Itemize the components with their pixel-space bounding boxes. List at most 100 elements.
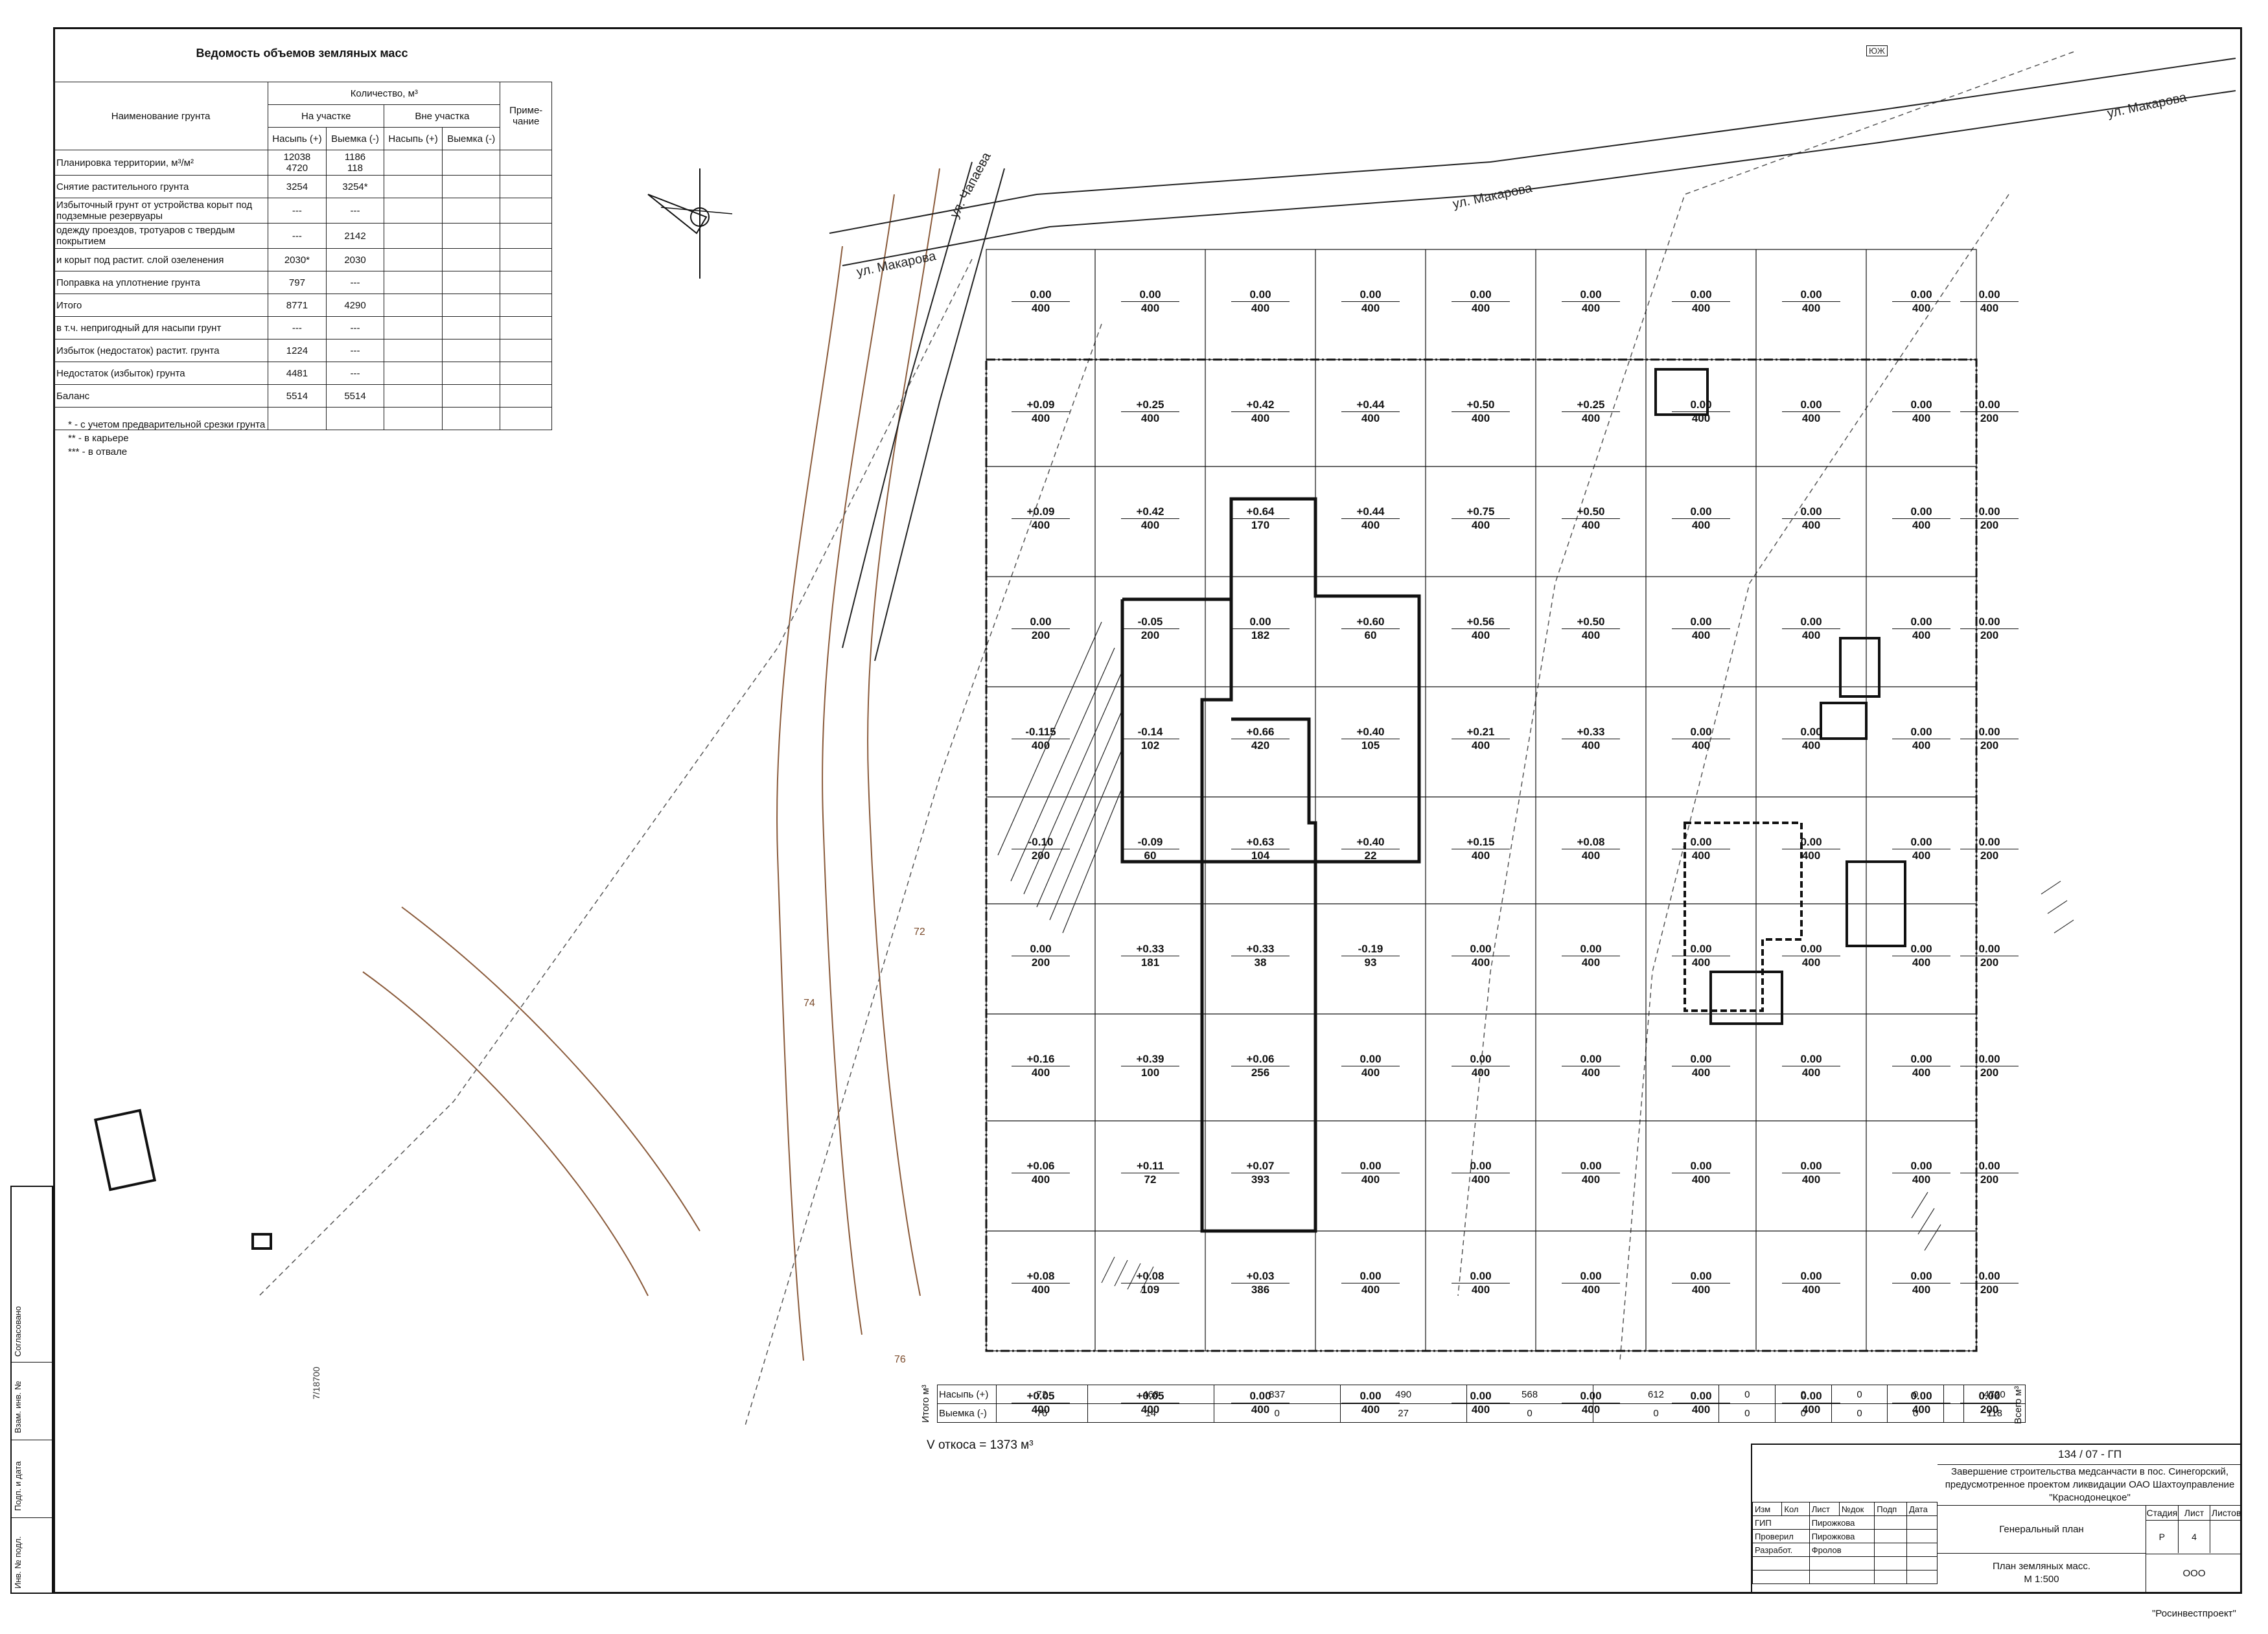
cell-height-delta: +0.25: [1121, 398, 1179, 412]
cell-height-delta: +0.42: [1121, 505, 1179, 519]
totals-fill-row: Насыпь (+) 72 468 837 490 568 612 0 0 0 …: [918, 1385, 2026, 1404]
cell-height-delta: 0.00: [1960, 505, 2019, 519]
cell-area: 200: [1980, 412, 1999, 424]
cell-area: 400: [1581, 302, 1601, 314]
cell-height-delta: 0.00: [1782, 616, 1840, 629]
cell-height-delta: 0.00: [1562, 1053, 1620, 1066]
cell-height-delta: +0.50: [1562, 505, 1620, 519]
cell-height-delta: 0.00: [1960, 398, 2019, 412]
cell-height-delta: 0.00: [1892, 398, 1950, 412]
cell-area: 200: [1980, 1173, 1999, 1186]
cell-height-delta: 0.00: [1892, 1270, 1950, 1283]
cell-area: 400: [1581, 956, 1601, 969]
cell-height-delta: 0.00: [1960, 726, 2019, 739]
cell-height-delta: 0.00: [1960, 288, 2019, 302]
contour-label-74: 74: [804, 998, 815, 1009]
cell-height-delta: 0.00: [1562, 943, 1620, 956]
cell-height-delta: 0.00: [1341, 288, 1400, 302]
cell-height-delta: +0.56: [1452, 616, 1510, 629]
cell-area: 400: [1581, 1173, 1601, 1186]
cell-height-delta: +0.33: [1562, 726, 1620, 739]
cell-area: 400: [1912, 1173, 1931, 1186]
cell-height-delta: 0.00: [1452, 943, 1510, 956]
cell-area: 400: [1691, 1283, 1711, 1296]
cell-area: 420: [1251, 739, 1270, 752]
cell-area: 400: [1912, 519, 1931, 531]
cell-height-delta: -0.09: [1121, 836, 1179, 849]
organization: ООО "Росинвестпроект": [2152, 1568, 2236, 1619]
orientation-mark: ЮЖ: [1866, 45, 1888, 56]
cell-area: 400: [1471, 1283, 1490, 1296]
cell-height-delta: +0.06: [1231, 1053, 1290, 1066]
totals-fill-sum: 4720: [1963, 1385, 2026, 1404]
cell-height-delta: 0.00: [1672, 1160, 1730, 1173]
cell-height-delta: 0.00: [1672, 726, 1730, 739]
totals-side-label: Итого м³: [920, 1385, 931, 1423]
earthwork-table: Наименование грунта Количество, м³ Приме…: [52, 82, 552, 430]
cell-height-delta: -0.05: [1121, 616, 1179, 629]
totals-cut-sum: 118: [1963, 1403, 2026, 1423]
cell-height-delta: +0.40: [1341, 836, 1400, 849]
cell-height-delta: +0.03: [1231, 1270, 1290, 1283]
cell-area: 400: [1912, 629, 1931, 641]
cell-area: 60: [1364, 629, 1377, 641]
cell-height-delta: 0.00: [1782, 1270, 1840, 1283]
cell-height-delta: 0.00: [1892, 1160, 1950, 1173]
contour-label-76: 76: [894, 1354, 906, 1365]
cell-height-delta: 0.00: [1782, 505, 1840, 519]
table-row: одежду проездов, тротуаров с твердым пок…: [52, 223, 552, 249]
cell-height-delta: 0.00: [1341, 1053, 1400, 1066]
cell-area: 400: [1691, 1173, 1711, 1186]
cell-height-delta: +0.64: [1231, 505, 1290, 519]
cell-area: 400: [1361, 1283, 1380, 1296]
cell-area: 60: [1144, 849, 1157, 862]
cell-area: 400: [1140, 412, 1160, 424]
cell-height-delta: 0.00: [1121, 288, 1179, 302]
cell-height-delta: 0.00: [1672, 505, 1730, 519]
cell-area: 38: [1254, 956, 1267, 969]
cell-height-delta: 0.00: [1672, 616, 1730, 629]
cell-height-delta: +0.66: [1231, 726, 1290, 739]
cell-area: 400: [1912, 1283, 1931, 1296]
cell-height-delta: 0.00: [1562, 1160, 1620, 1173]
cell-height-delta: -0.14: [1121, 726, 1179, 739]
existing-buildings: [1654, 368, 1906, 1025]
cell-height-delta: 0.00: [1231, 288, 1290, 302]
table-row: в т.ч. непригодный для насыпи грунт --- …: [52, 316, 552, 339]
table-row: Избыточный грунт от устройства корыт под…: [52, 198, 552, 224]
totals-cut-row: Выемка (-) 76 14 0 27 0 0 0 0 0 0 118: [918, 1403, 2026, 1423]
cell-area: 400: [1691, 629, 1711, 641]
totals-fill-label: Насыпь (+): [937, 1385, 997, 1404]
cell-area: 400: [1581, 412, 1601, 424]
cell-area: 182: [1251, 629, 1270, 641]
cell-area: 400: [1801, 519, 1821, 531]
cell-height-delta: 0.00: [1452, 288, 1510, 302]
cell-area: 400: [1361, 412, 1380, 424]
cell-height-delta: 0.00: [1892, 836, 1950, 849]
cell-height-delta: +0.33: [1121, 943, 1179, 956]
cell-height-delta: 0.00: [1892, 943, 1950, 956]
